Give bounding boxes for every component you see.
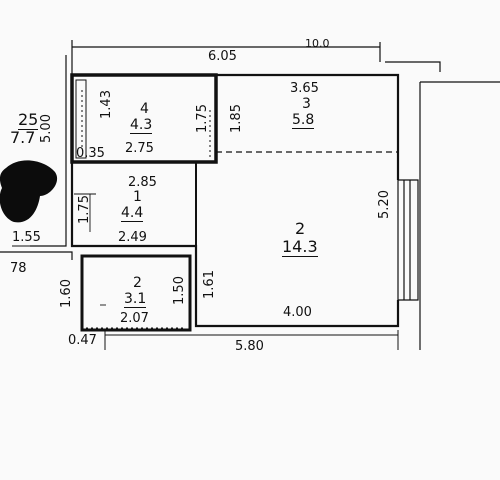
dim-78: 78 — [10, 261, 27, 276]
dim-2-49: 2.49 — [118, 230, 147, 245]
room-2-small-area: 3.1 — [124, 291, 147, 308]
room-1-area: 4.4 — [121, 205, 144, 222]
room-3-area: 5.8 — [292, 112, 315, 129]
room-2-small-number: 2 — [133, 275, 142, 291]
dim-1-50: 1.50 — [171, 276, 187, 305]
dim-2-75: 2.75 — [125, 141, 154, 156]
dim-5-80: 5.80 — [235, 339, 264, 354]
room-4-number: 4 — [140, 101, 149, 117]
dim-1-55: 1.55 — [12, 230, 41, 245]
dim-2-85: 2.85 — [128, 175, 157, 190]
room-3-number: 3 — [302, 96, 311, 112]
dim-top-partial: 10.0 — [305, 37, 330, 50]
dim-0-35: 0.35 — [76, 146, 105, 161]
neighbor-room-number: 25 — [18, 110, 39, 130]
upper-right-wall — [385, 61, 441, 72]
dim-1-85: 1.85 — [228, 104, 244, 133]
dim-5-00: 5.00 — [38, 114, 54, 143]
dim-0-47: 0.47 — [68, 333, 97, 348]
dim-6-05: 6.05 — [208, 49, 237, 64]
dim-1-60: 1.60 — [58, 279, 74, 308]
balcony-window — [397, 179, 419, 301]
dim-5-20: 5.20 — [376, 190, 392, 219]
neighbor-room-area: 7.7 — [10, 128, 36, 147]
room-2-small-walls — [80, 254, 192, 332]
room-4-area: 4.3 — [130, 117, 153, 134]
dim-1-43: 1.43 — [98, 90, 114, 119]
dim-1-61: 1.61 — [201, 270, 217, 299]
dim-1-75-a: 1.75 — [194, 104, 210, 133]
room-1-number: 1 — [133, 189, 142, 205]
room-2-area: 14.3 — [282, 237, 318, 257]
dim-3-65: 3.65 — [290, 81, 319, 96]
dim-1-75-b: 1.75 — [76, 195, 92, 224]
ink-blot — [0, 160, 58, 223]
left-wall — [30, 55, 67, 247]
dim-2-07: 2.07 — [120, 311, 149, 326]
dim-4-00: 4.00 — [283, 305, 312, 320]
room-2-number: 2 — [295, 219, 306, 238]
